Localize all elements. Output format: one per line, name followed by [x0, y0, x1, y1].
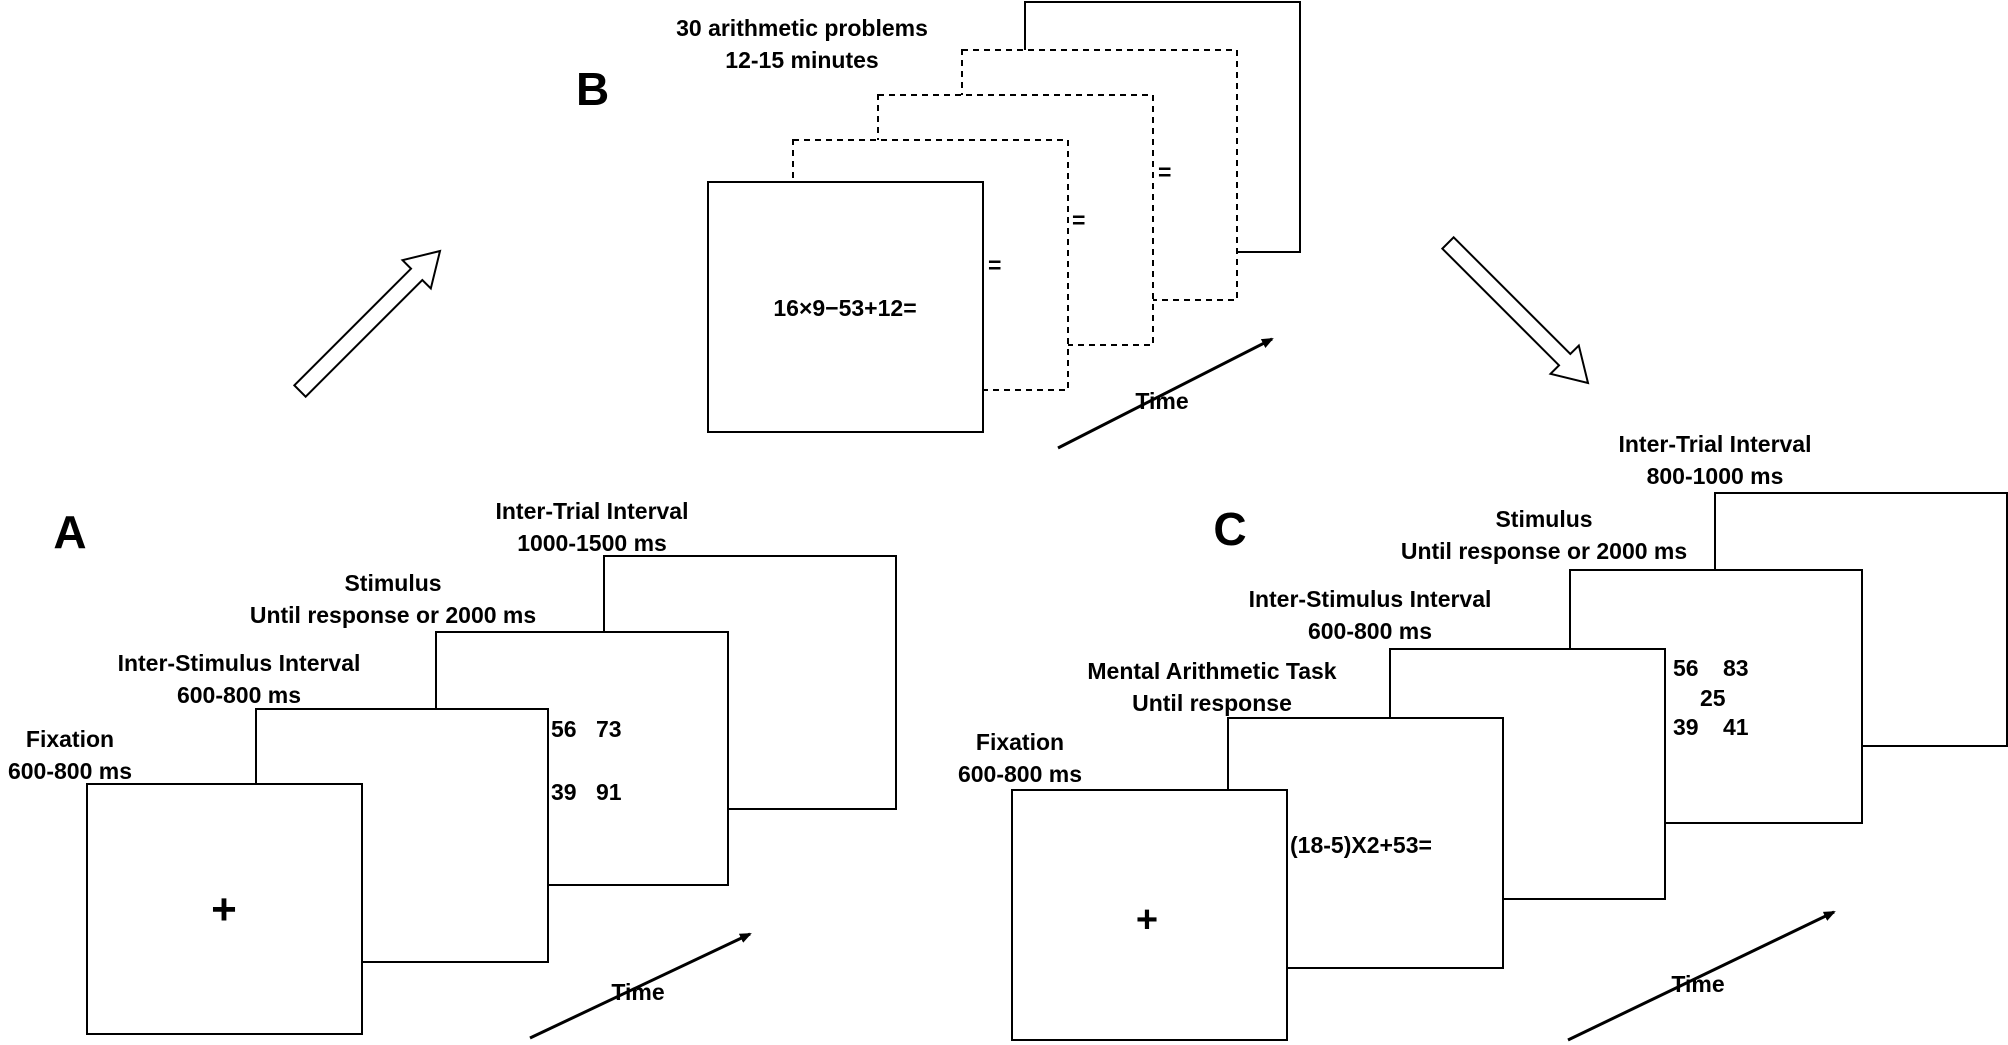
- panel-c-letter: C: [1213, 503, 1246, 555]
- panel-c-stim-number-4: 39: [1673, 714, 1699, 740]
- panel-a-stimulus-label-2: Until response or 2000 ms: [250, 602, 536, 628]
- panel-c: 56 83 25 39 41 (18-5)X2+53= + C Fixation…: [958, 431, 2008, 1042]
- panel-c-isi-label-1: Inter-Stimulus Interval: [1249, 586, 1492, 612]
- panel-a-isi-label-2: 600-800 ms: [177, 682, 301, 708]
- panel-b-letter: B: [576, 63, 609, 115]
- panel-b-front-problem: 16×9−53+12=: [773, 295, 916, 321]
- panel-c-iti-label-2: 800-1000 ms: [1647, 463, 1784, 489]
- panel-c-iti-label-1: Inter-Trial Interval: [1618, 431, 1811, 457]
- panel-a-isi-label-1: Inter-Stimulus Interval: [118, 650, 361, 676]
- arrow-b-to-c-icon: [1440, 235, 1590, 385]
- panel-b-header-line-2: 12-15 minutes: [725, 47, 878, 73]
- panel-c-stim-number-5: 41: [1723, 714, 1749, 740]
- panel-b-hidden-fragment-2: =: [1072, 207, 1085, 233]
- panel-a-time-arrow: [529, 932, 752, 1040]
- panel-c-stim-number-2: 83: [1723, 655, 1749, 681]
- panel-c-fixation-label-1: Fixation: [976, 729, 1064, 755]
- panel-a-iti-label-1: Inter-Trial Interval: [495, 498, 688, 524]
- panel-c-time-arrow: [1567, 910, 1836, 1042]
- panel-a-fixation-cross: +: [211, 885, 237, 934]
- panel-b-header-line-1: 30 arithmetic problems: [676, 15, 928, 41]
- panel-c-mental-label-2: Until response: [1132, 690, 1292, 716]
- panel-c-stim-number-3: 25: [1700, 685, 1726, 711]
- panel-a-stimulus-label-1: Stimulus: [344, 570, 441, 596]
- panel-a-time-label: Time: [611, 979, 664, 1005]
- panel-a-stim-number-2: 73: [596, 716, 622, 742]
- panel-a-stim-number-3: 39: [551, 779, 577, 805]
- panel-a: 56 73 39 91 + A Fixation 600-800 ms Inte…: [8, 498, 897, 1040]
- panel-a-stim-number-1: 56: [551, 716, 577, 742]
- panel-a-fixation-label-1: Fixation: [26, 726, 114, 752]
- panel-c-stimulus-label-2: Until response or 2000 ms: [1401, 538, 1687, 564]
- panel-c-fixation-screen: [1011, 789, 1288, 1041]
- arrow-a-to-b-icon: [292, 249, 442, 399]
- panel-c-stim-number-1: 56: [1673, 655, 1699, 681]
- panel-c-mental-problem: (18-5)X2+53=: [1290, 832, 1432, 858]
- panel-c-mental-label-1: Mental Arithmetic Task: [1087, 658, 1336, 684]
- panel-b-screen-front: [707, 181, 984, 433]
- panel-b: = = = 16×9−53+12= B 30 arithmetic proble…: [576, 1, 1301, 450]
- panel-b-time-label: Time: [1135, 388, 1188, 414]
- panel-a-letter: A: [53, 506, 86, 558]
- panel-c-fixation-cross: +: [1136, 899, 1158, 941]
- panel-a-fixation-label-2: 600-800 ms: [8, 758, 132, 784]
- panel-a-iti-label-2: 1000-1500 ms: [517, 530, 667, 556]
- panel-c-stimulus-label-1: Stimulus: [1495, 506, 1592, 532]
- panel-a-stim-number-4: 91: [596, 779, 622, 805]
- panel-a-fixation-screen: [86, 783, 363, 1035]
- panel-b-hidden-fragment-3: =: [1158, 159, 1171, 185]
- panel-c-time-label: Time: [1671, 971, 1724, 997]
- panel-b-time-arrow: [1057, 337, 1274, 450]
- panel-b-hidden-fragment-1: =: [988, 252, 1001, 278]
- panel-c-fixation-label-2: 600-800 ms: [958, 761, 1082, 787]
- panel-c-isi-label-2: 600-800 ms: [1308, 618, 1432, 644]
